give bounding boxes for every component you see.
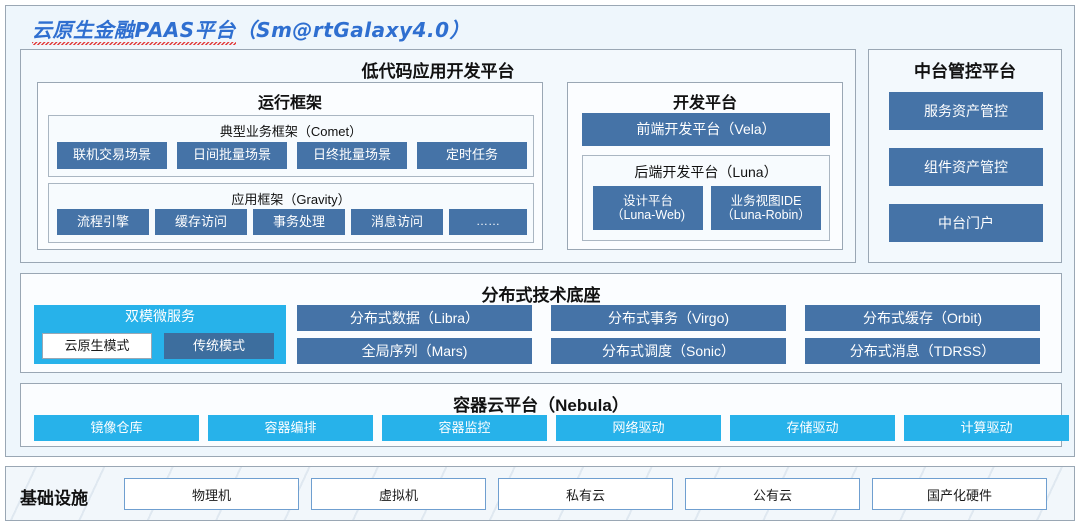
gravity-framework-box: 应用框架（Gravity） 流程引擎 缓存访问 事务处理 消息访问 ……: [48, 183, 534, 243]
techbase-tdrss-chip[interactable]: 分布式消息（TDRSS）: [805, 338, 1040, 364]
techbase-section: 分布式技术底座 双模微服务 云原生模式 传统模式 分布式数据（Libra） 全局…: [20, 273, 1062, 373]
midplatform-item-0[interactable]: 服务资产管控: [889, 92, 1043, 130]
comet-item-2[interactable]: 日终批量场景: [297, 142, 407, 169]
container-cloud-header: 容器云平台（Nebula）: [453, 396, 629, 415]
comet-framework-header: 典型业务框架（Comet）: [219, 124, 363, 139]
techbase-orbit-chip[interactable]: 分布式缓存（Orbit): [805, 305, 1040, 331]
luna-web-line2: （Luna-Web): [610, 208, 686, 222]
dualmode-item-cloudnative[interactable]: 云原生模式: [42, 333, 152, 359]
luna-robin-line2: （Luna-Robin）: [721, 208, 811, 222]
comet-item-3[interactable]: 定时任务: [417, 142, 527, 169]
gravity-framework-header: 应用框架（Gravity）: [231, 192, 351, 207]
infrastructure-item-2[interactable]: 私有云: [498, 478, 673, 510]
luna-web-chip[interactable]: 设计平台 （Luna-Web): [593, 186, 703, 230]
dev-platform-section: 开发平台 前端开发平台（Vela） 后端开发平台（Luna） 设计平台 （Lun…: [567, 82, 843, 250]
gravity-item-4[interactable]: ……: [449, 209, 527, 235]
page-title-en: （Sm@rtGalaxy4.0）: [235, 18, 470, 42]
lowcode-platform-section: 低代码应用开发平台 运行框架 典型业务框架（Comet） 联机交易场景 日间批量…: [20, 49, 856, 263]
container-item-4[interactable]: 存储驱动: [730, 415, 895, 441]
container-cloud-section: 容器云平台（Nebula） 镜像仓库 容器编排 容器监控 网络驱动 存储驱动 计…: [20, 383, 1069, 447]
frontend-dev-platform-chip[interactable]: 前端开发平台（Vela）: [582, 113, 830, 146]
techbase-libra-chip[interactable]: 分布式数据（Libra）: [297, 305, 532, 331]
platform-main-panel: 云原生金融PAAS平台（Sm@rtGalaxy4.0） 低代码应用开发平台 运行…: [5, 5, 1075, 457]
gravity-item-1[interactable]: 缓存访问: [155, 209, 247, 235]
comet-framework-box: 典型业务框架（Comet） 联机交易场景 日间批量场景 日终批量场景 定时任务: [48, 115, 534, 177]
page-title-cn: 云原生金融PAAS平台: [32, 18, 236, 45]
dualmode-header: 双模微服务: [125, 308, 195, 324]
infrastructure-item-0[interactable]: 物理机: [124, 478, 299, 510]
lowcode-platform-header: 低代码应用开发平台: [361, 62, 515, 81]
techbase-virgo-chip[interactable]: 分布式事务（Virgo): [551, 305, 786, 331]
luna-robin-chip[interactable]: 业务视图IDE （Luna-Robin）: [711, 186, 821, 230]
container-item-1[interactable]: 容器编排: [208, 415, 373, 441]
dualmode-microservice-box: 双模微服务 云原生模式 传统模式: [34, 305, 286, 364]
container-item-0[interactable]: 镜像仓库: [34, 415, 199, 441]
runtime-framework-header: 运行框架: [257, 95, 322, 112]
infrastructure-label: 基础设施: [20, 489, 88, 508]
gravity-item-2[interactable]: 事务处理: [253, 209, 345, 235]
luna-robin-line1: 业务视图IDE: [730, 193, 802, 208]
infrastructure-item-4[interactable]: 国产化硬件: [872, 478, 1047, 510]
container-item-2[interactable]: 容器监控: [382, 415, 547, 441]
midplatform-section: 中台管控平台 服务资产管控 组件资产管控 中台门户: [868, 49, 1062, 263]
infrastructure-item-1[interactable]: 虚拟机: [311, 478, 486, 510]
midplatform-item-2[interactable]: 中台门户: [889, 204, 1043, 242]
dev-platform-header: 开发平台: [672, 95, 737, 112]
comet-item-1[interactable]: 日间批量场景: [177, 142, 287, 169]
comet-item-0[interactable]: 联机交易场景: [57, 142, 167, 169]
backend-dev-platform-box: 后端开发平台（Luna） 设计平台 （Luna-Web) 业务视图IDE （Lu…: [582, 155, 830, 241]
page-title: 云原生金融PAAS平台（Sm@rtGalaxy4.0）: [32, 14, 470, 45]
backend-dev-platform-header: 后端开发平台（Luna）: [634, 164, 778, 180]
runtime-framework-section: 运行框架 典型业务框架（Comet） 联机交易场景 日间批量场景 日终批量场景 …: [37, 82, 543, 250]
gravity-item-0[interactable]: 流程引擎: [57, 209, 149, 235]
midplatform-header: 中台管控平台: [914, 62, 1016, 81]
techbase-header: 分布式技术底座: [481, 286, 601, 305]
container-item-3[interactable]: 网络驱动: [556, 415, 721, 441]
techbase-mars-chip[interactable]: 全局序列（Mars): [297, 338, 532, 364]
infrastructure-item-3[interactable]: 公有云: [685, 478, 860, 510]
techbase-sonic-chip[interactable]: 分布式调度（Sonic）: [551, 338, 786, 364]
gravity-item-3[interactable]: 消息访问: [351, 209, 443, 235]
dualmode-item-traditional[interactable]: 传统模式: [164, 333, 274, 359]
container-item-5[interactable]: 计算驱动: [904, 415, 1069, 441]
midplatform-item-1[interactable]: 组件资产管控: [889, 148, 1043, 186]
infrastructure-section: 基础设施 物理机 虚拟机 私有云 公有云 国产化硬件: [5, 466, 1075, 521]
luna-web-line1: 设计平台: [622, 193, 673, 208]
